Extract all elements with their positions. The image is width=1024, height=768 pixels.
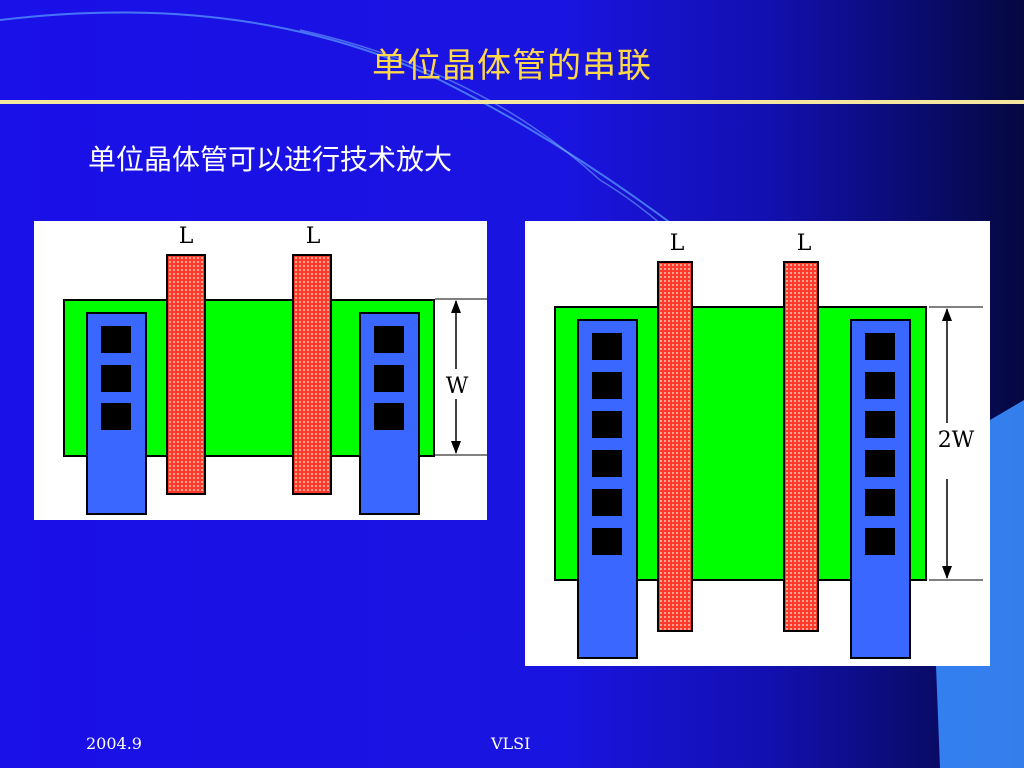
contact [592,372,622,399]
contact [865,489,895,516]
width-label: 2W [937,428,975,453]
gate-length-label: L [305,224,321,249]
contact [592,450,622,477]
contact [865,450,895,477]
contact [101,403,131,430]
contact [374,403,404,430]
contact [865,528,895,555]
width-dimension [929,306,983,581]
contact [865,411,895,438]
width-dimension [435,298,487,456]
poly-gate [783,261,819,632]
contact [592,528,622,555]
poly-gate [292,254,332,495]
footer-date: 2004.9 [86,734,142,753]
contact [374,326,404,353]
poly-gate [166,254,206,495]
width-label: W [445,374,469,399]
contact [101,326,131,353]
contact [374,365,404,392]
footer-center-text: VLSI [491,734,531,753]
contact [592,333,622,360]
contact [592,411,622,438]
gate-length-label: L [796,231,812,256]
contact [865,372,895,399]
title-divider [0,100,1024,104]
gate-length-label: L [178,224,194,249]
contact [592,489,622,516]
contact [865,333,895,360]
unit-transistor-figure: L L W [34,221,487,520]
contact [101,365,131,392]
slide-subtitle: 单位晶体管可以进行技术放大 [88,143,453,176]
poly-gate [657,261,693,632]
slide-title: 单位晶体管的串联 [372,46,652,86]
gate-length-label: L [669,231,685,256]
scaled-transistor-figure: L L 2W [525,221,990,666]
